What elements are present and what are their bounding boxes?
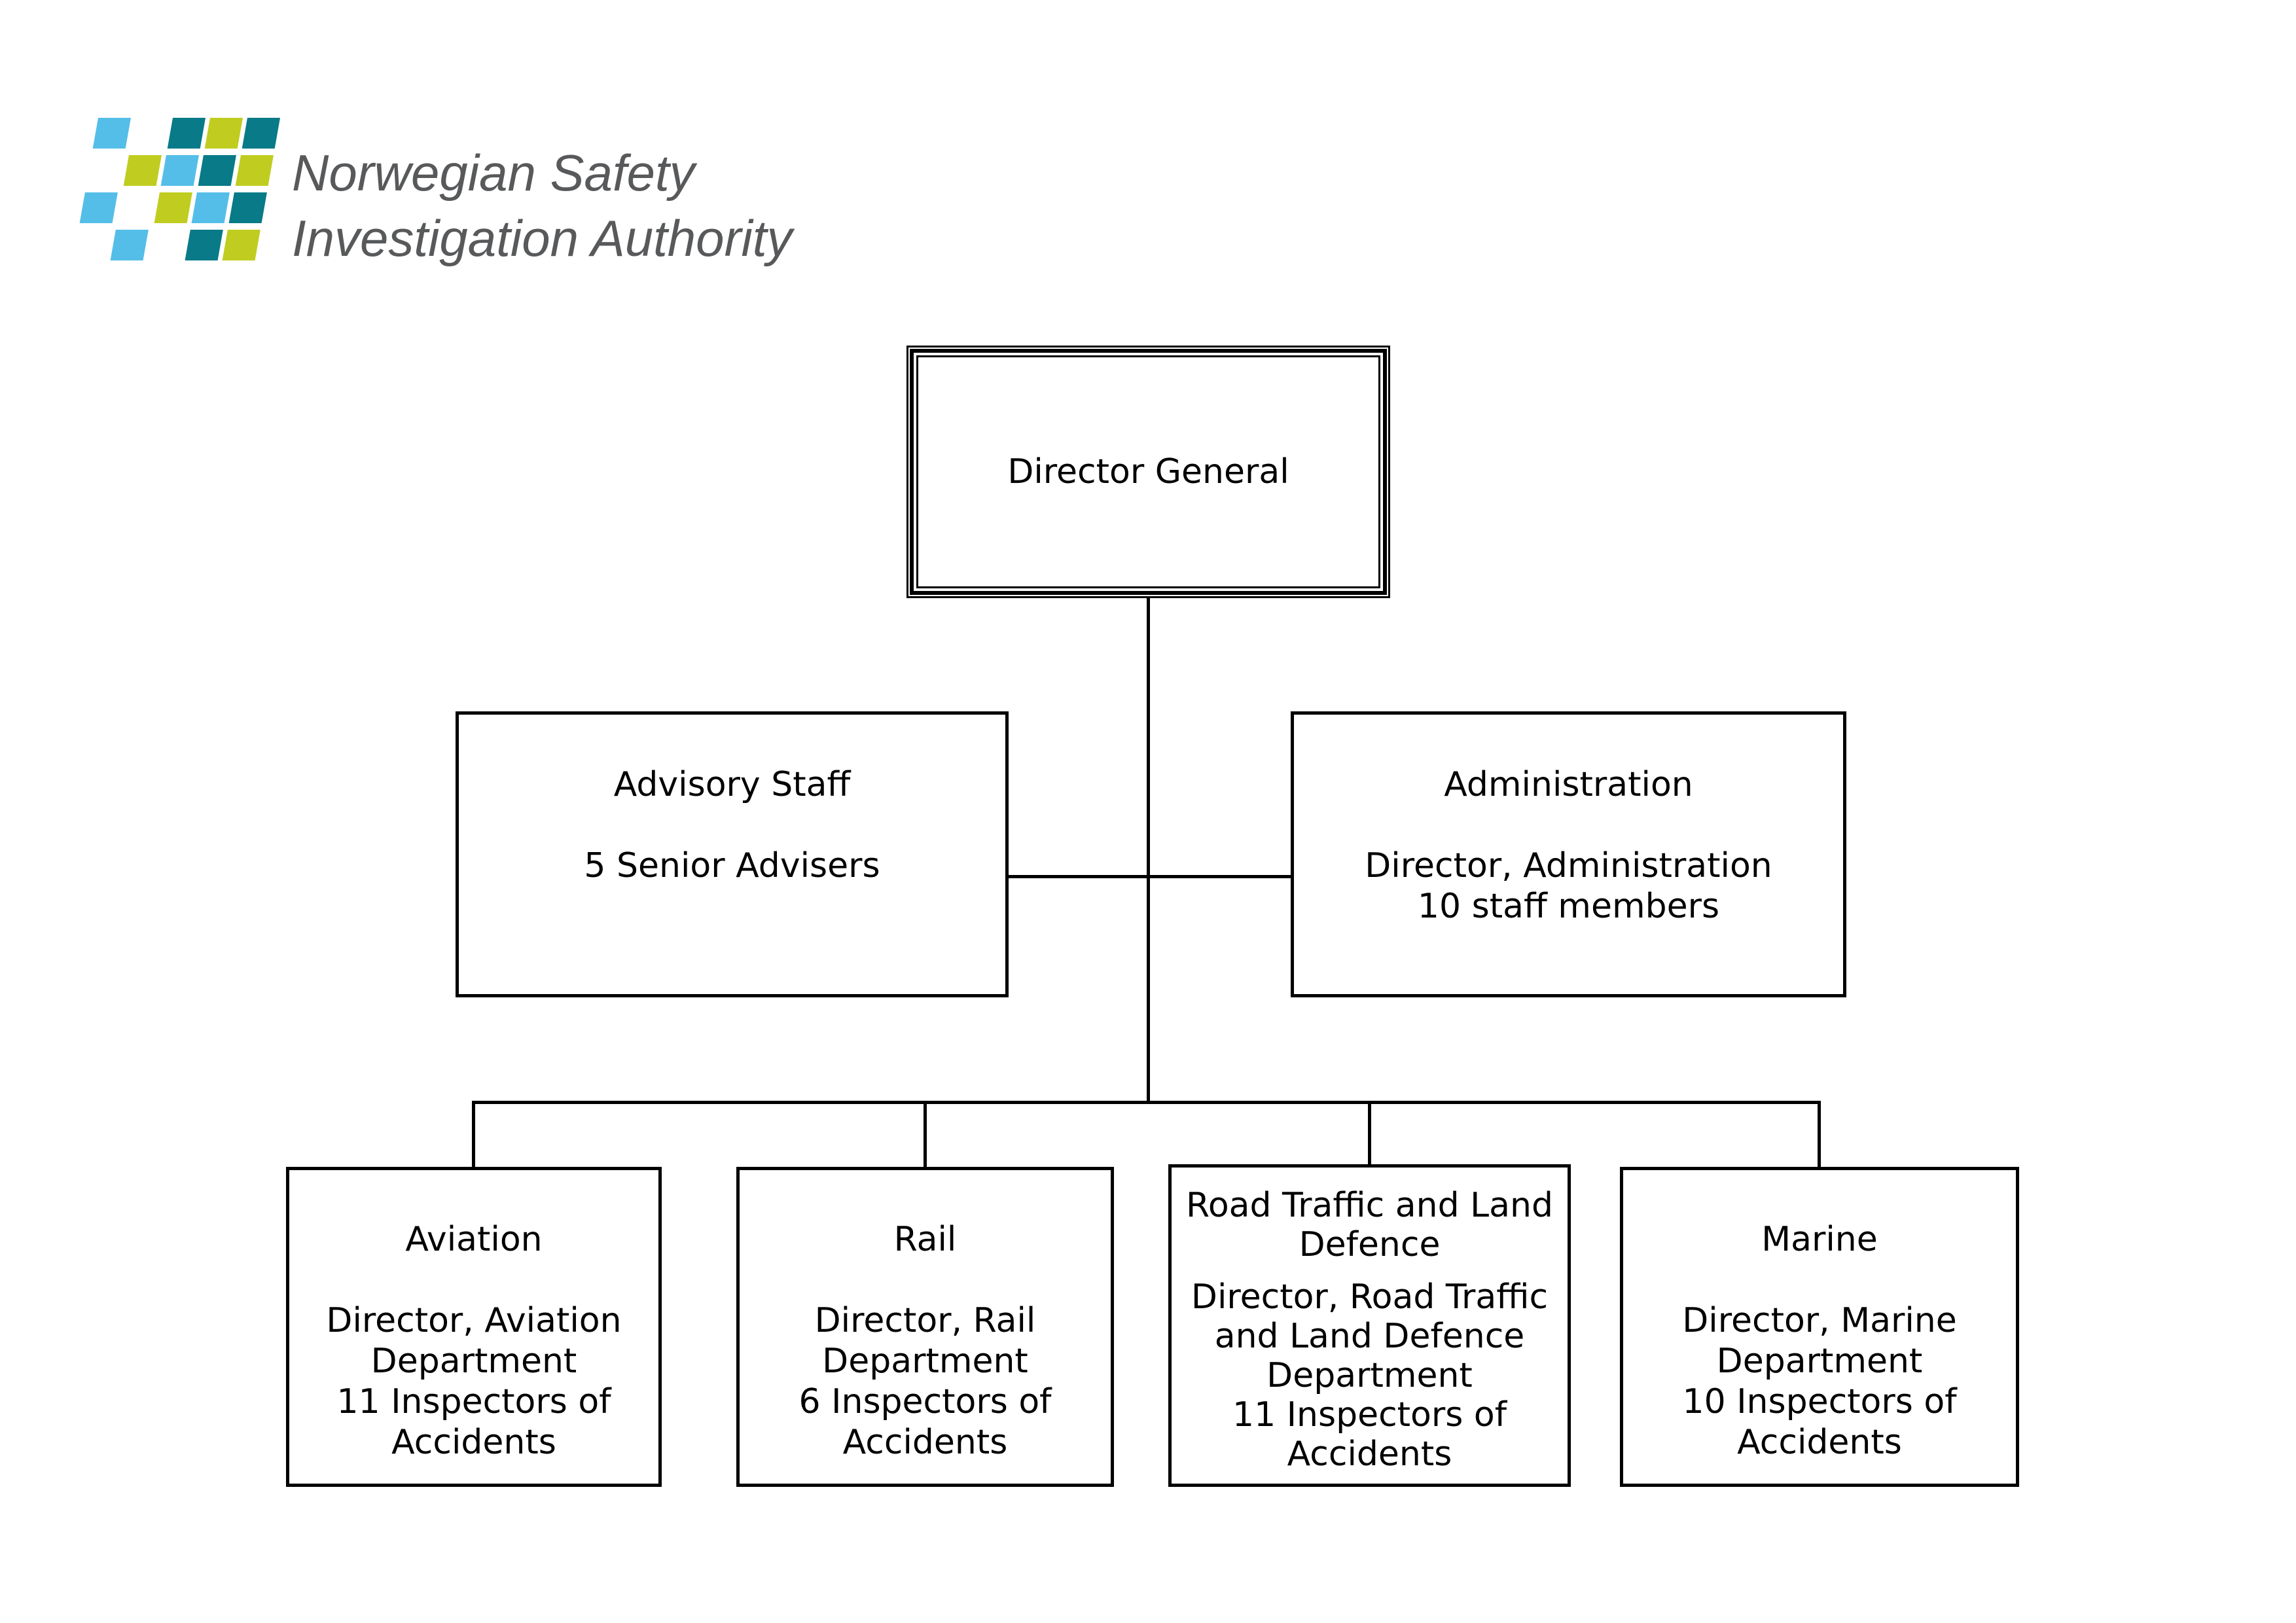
logo-grid-cell (198, 155, 236, 186)
logo-grid-cell (110, 230, 149, 260)
org-node-director-general-inner: Director General (916, 355, 1380, 588)
logo-grid-cell (86, 155, 124, 186)
logo-grid-cell (235, 155, 274, 186)
connector-stub-aviation (472, 1101, 475, 1170)
node-title: Aviation (405, 1220, 543, 1259)
logo-grid-cell (79, 192, 118, 223)
logo-grid-cell (191, 192, 230, 223)
node-title: Rail (893, 1220, 957, 1259)
node-title: Director General (1007, 452, 1289, 491)
logo-wordmark-line1: Norwegian Safety (292, 144, 695, 202)
org-node-advisory-staff: Advisory Staff 5 Senior Advisers (456, 711, 1009, 997)
logo-grid-cell (160, 155, 199, 186)
logo-grid-cell (204, 118, 243, 149)
org-node-director-general-frame: Director General (910, 349, 1387, 595)
node-body: Director, Rail Department 6 Inspectors o… (798, 1301, 1052, 1462)
connector-stub-road-traffic (1368, 1101, 1371, 1170)
node-body: Director, Aviation Department 11 Inspect… (326, 1301, 622, 1462)
node-title: Administration (1444, 765, 1693, 804)
connector-stub-rail (924, 1101, 927, 1170)
node-body: Director, Road Traffic and Land Defence … (1191, 1277, 1549, 1474)
node-title: Marine (1761, 1220, 1878, 1259)
logo-grid-cell (148, 230, 186, 260)
org-node-director-general: Director General (906, 346, 1390, 598)
org-node-marine: Marine Director, Marine Department 10 In… (1620, 1167, 2019, 1487)
logo-grid-cell (130, 118, 168, 149)
logo-grid-cell (242, 118, 280, 149)
logo-grid-cell (123, 155, 162, 186)
node-body: 5 Senior Advisers (584, 846, 880, 885)
org-node-administration: Administration Director, Administration … (1291, 711, 1846, 997)
connector-director-vertical (1147, 597, 1150, 1104)
org-node-aviation: Aviation Director, Aviation Department 1… (286, 1167, 662, 1487)
logo-mark (73, 118, 280, 260)
node-title: Advisory Staff (613, 765, 851, 804)
logo-grid-cell (73, 230, 111, 260)
logo-grid-cell (222, 230, 260, 260)
connector-stub-marine (1818, 1101, 1821, 1170)
logo-grid-cell (117, 192, 155, 223)
logo-wordmark-line2: Investigation Authority (292, 209, 793, 267)
logo-wordmark: Norwegian Safety Investigation Authority (292, 140, 793, 271)
node-body: Director, Marine Department 10 Inspector… (1682, 1301, 1957, 1462)
logo-grid-cell (154, 192, 192, 223)
node-body: Director, Administration 10 staff member… (1365, 846, 1772, 926)
org-node-road-traffic-land-defence: Road Traffic and Land Defence Director, … (1168, 1164, 1571, 1487)
connector-departments-horizontal (472, 1101, 1821, 1104)
logo-grid-cell (228, 192, 267, 223)
org-node-rail: Rail Director, Rail Department 6 Inspect… (736, 1167, 1114, 1487)
logo-grid-cell (167, 118, 206, 149)
node-title: Road Traffic and Land Defence (1186, 1186, 1553, 1264)
connector-staff-horizontal (1007, 875, 1293, 878)
logo-grid-cell (185, 230, 223, 260)
logo-grid-cell (92, 118, 131, 149)
